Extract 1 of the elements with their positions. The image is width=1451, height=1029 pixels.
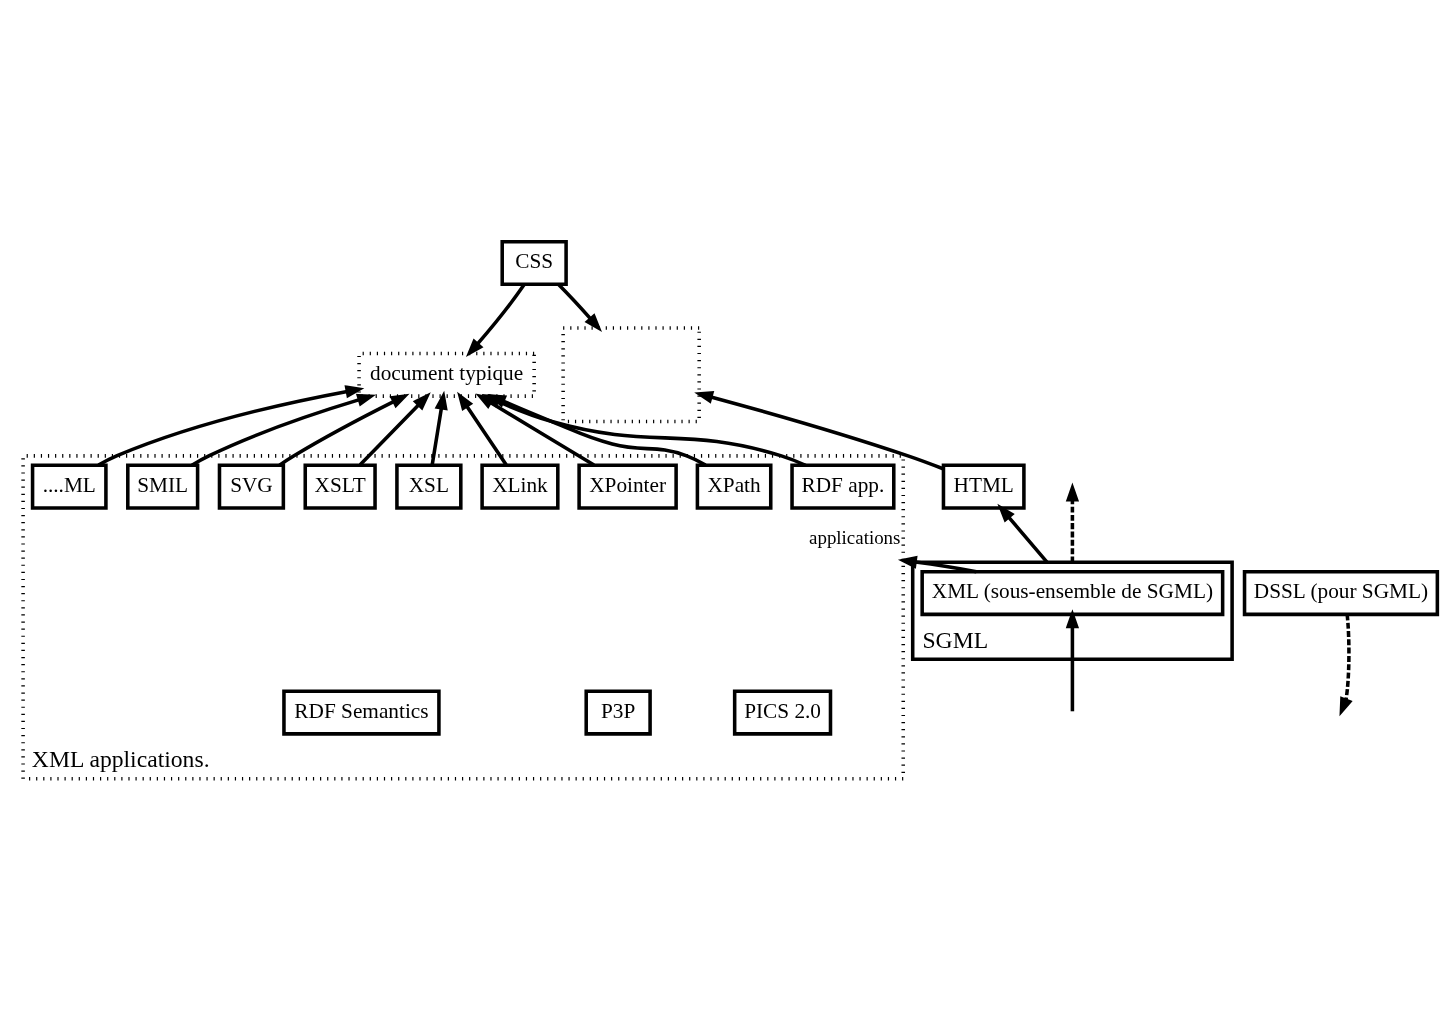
edge-label: applications bbox=[809, 526, 901, 548]
